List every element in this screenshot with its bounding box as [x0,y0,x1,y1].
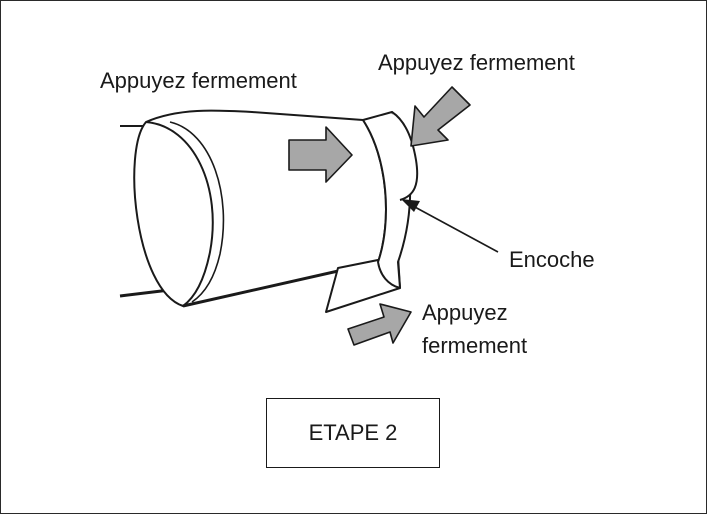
press-label-right: Appuyez fermement [378,50,575,75]
press-arrow-left [288,126,353,183]
step-label-box: ETAPE 2 [266,398,440,468]
press-arrow-bottom [347,303,412,346]
notch-label: Encoche [509,247,595,272]
notch-pointer [401,199,499,253]
collar-clip [362,111,419,289]
step-label: ETAPE 2 [308,420,398,445]
press-label-bottom-line1: Appuyez [422,300,508,325]
press-label-left: Appuyez fermement [100,68,297,93]
press-label-bottom-line2: fermement [422,333,527,358]
press-arrow-right [410,86,471,147]
